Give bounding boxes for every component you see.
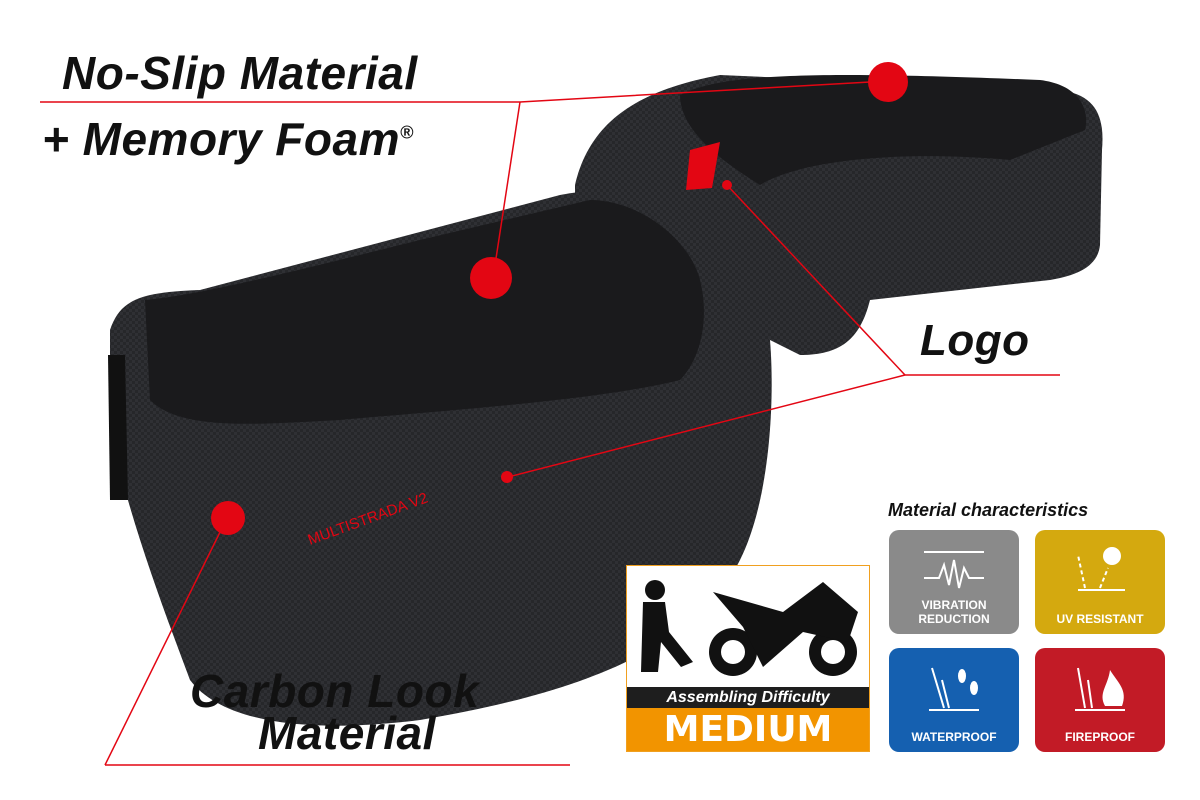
difficulty-label: Assembling Difficulty [627, 687, 869, 709]
callout-dot [868, 62, 908, 102]
vibration-icon [924, 551, 984, 589]
tile-label: WATERPROOF [911, 730, 997, 744]
carbon-callout-line2: Material [258, 707, 436, 759]
logo-callout: Logo [920, 316, 1030, 365]
uv-resistant-tile: UV RESISTANT [1035, 530, 1165, 634]
tile-label: VIBRATION [921, 598, 987, 612]
difficulty-level: MEDIUM [627, 708, 869, 751]
sun-icon [1077, 547, 1125, 591]
fireproof-tile: FIREPROOF [1035, 648, 1165, 752]
callout-dot [501, 471, 513, 483]
brand-logo-mark [686, 142, 720, 190]
tile-label: UV RESISTANT [1056, 612, 1144, 626]
tile-label: FIREPROOF [1064, 730, 1135, 744]
water-drops-icon [929, 667, 979, 711]
assembly-difficulty-badge: Assembling Difficulty MEDIUM [626, 565, 870, 752]
memory-foam-callout: + Memory Foam® [42, 112, 414, 166]
flame-icon [1075, 667, 1125, 711]
tile-label: REDUCTION [918, 612, 990, 626]
carbon-callout-line1: Carbon Look [190, 665, 480, 717]
memory-foam-text: + Memory Foam [42, 113, 400, 165]
waterproof-tile: WATERPROOF [889, 648, 1019, 752]
callout-dot [470, 257, 512, 299]
mechanic-motorcycle-icon [641, 580, 858, 676]
no-slip-callout-title: No-Slip Material [62, 47, 418, 99]
material-characteristics-title: Material characteristics [888, 500, 1089, 520]
callout-dot [211, 501, 245, 535]
registered-mark: ® [400, 122, 414, 143]
callout-dot [722, 180, 732, 190]
